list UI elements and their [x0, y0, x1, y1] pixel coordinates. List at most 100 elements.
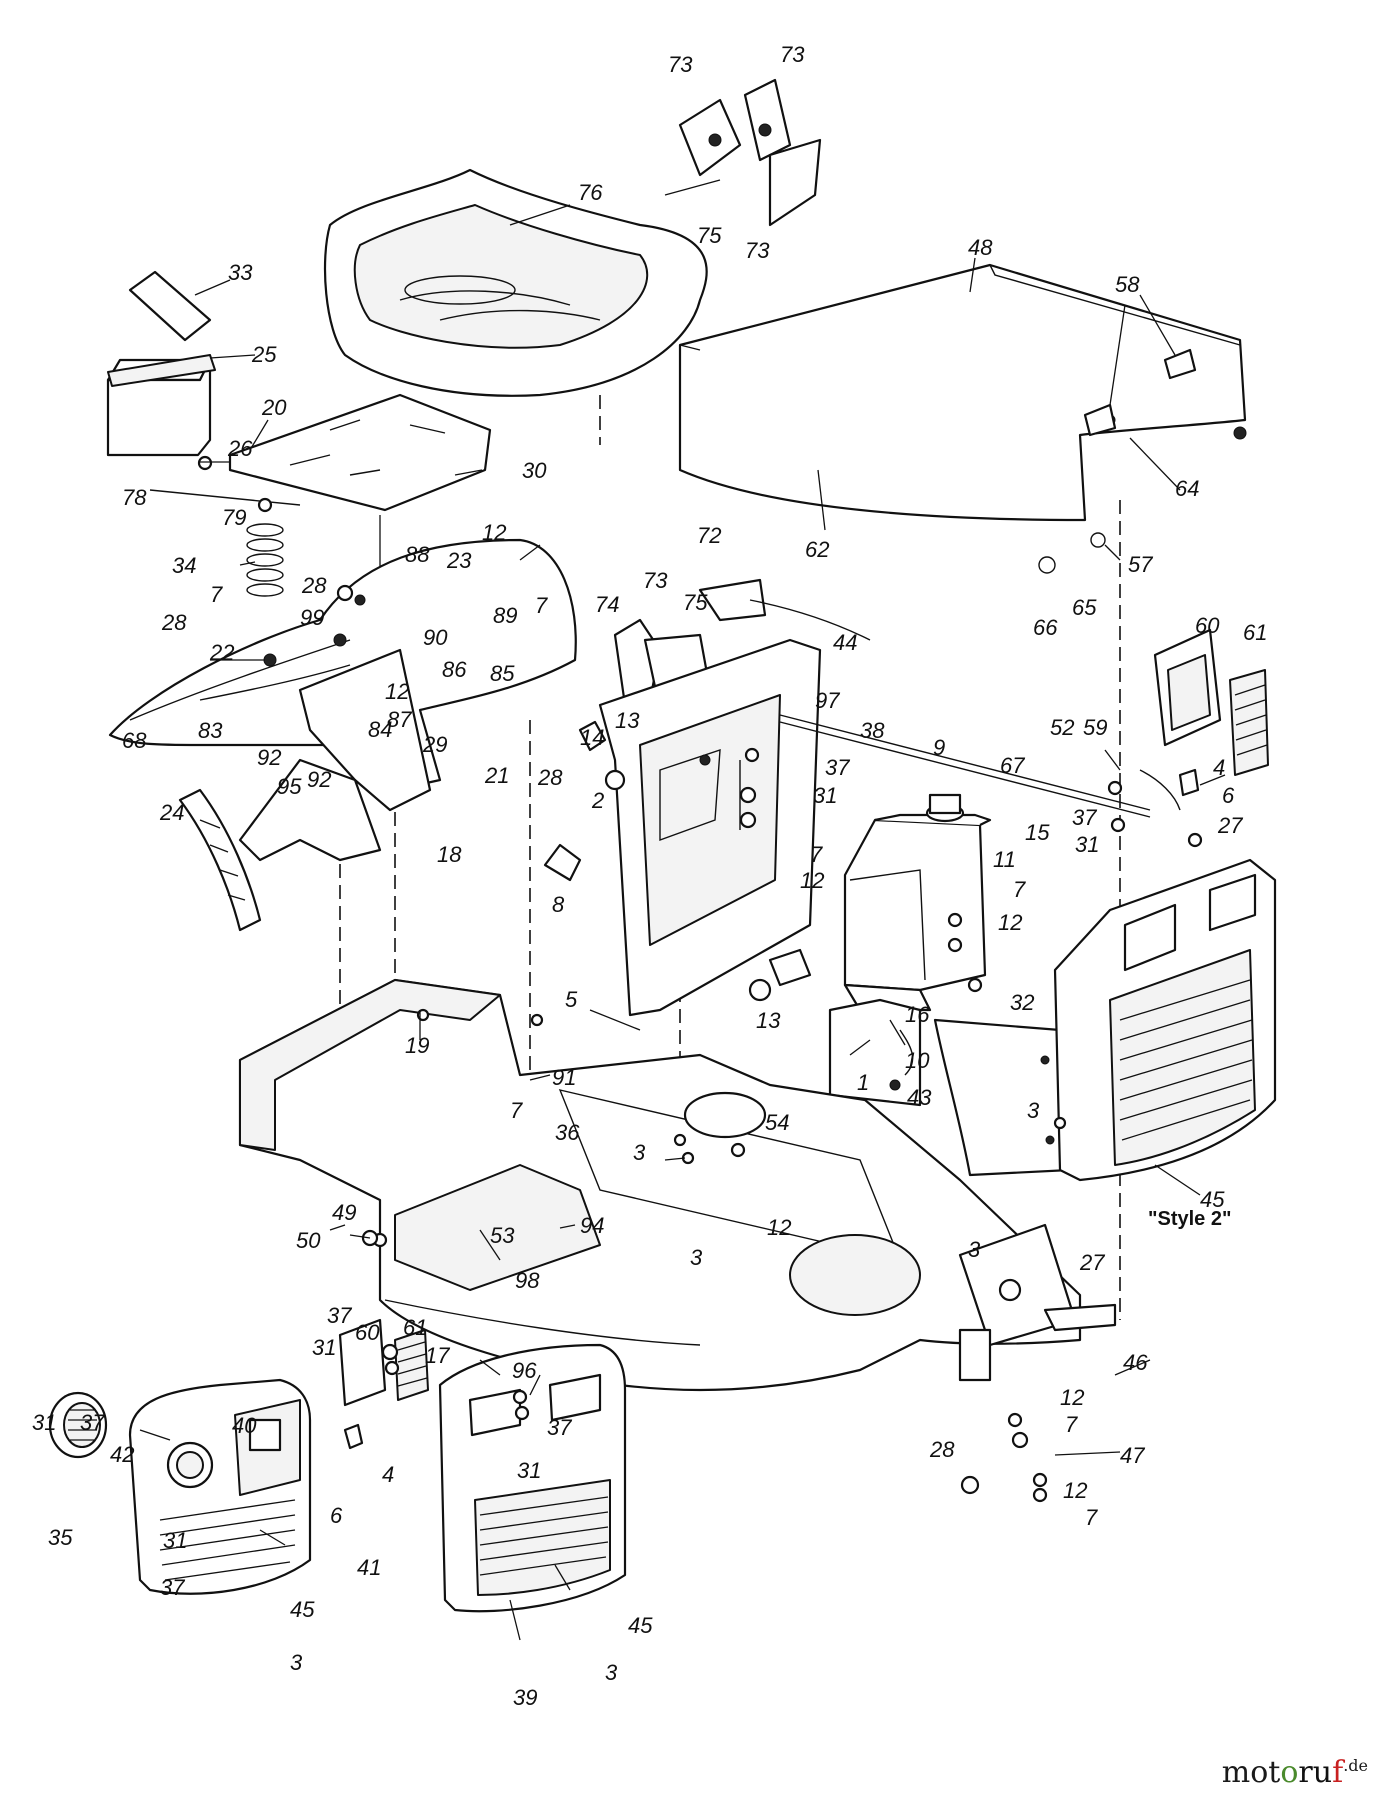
part-label: 45 [1200, 1187, 1225, 1212]
part-label: 52 [1050, 715, 1074, 740]
part-label: 38 [860, 718, 885, 743]
watermark-logo: motoruf.de [1222, 1755, 1368, 1790]
grille-style-1 [128, 1378, 312, 1595]
part-label: 88 [405, 542, 430, 567]
part-label: 48 [968, 235, 993, 260]
part-label: 4 [382, 1462, 394, 1487]
part-label: 68 [122, 728, 147, 753]
hood-panel [678, 263, 1247, 574]
part-label: 7 [210, 582, 223, 607]
part-label: 7 [1013, 877, 1026, 902]
part-label: 31 [813, 783, 837, 808]
part-label: 7 [535, 593, 548, 618]
part-label: 35 [48, 1525, 73, 1550]
part-label: 6 [1222, 783, 1235, 808]
part-label: 2 [591, 788, 604, 813]
part-label: 37 [1072, 805, 1097, 830]
part-label: 57 [1128, 552, 1153, 577]
part-label: 37 [327, 1303, 352, 1328]
part-label: 32 [1010, 990, 1034, 1015]
part-label: 75 [697, 223, 722, 248]
part-label: 39 [513, 1685, 537, 1710]
watermark-accent-o: o [1280, 1755, 1299, 1790]
part-label: 73 [643, 568, 668, 593]
fuel-tank [843, 793, 992, 1012]
part-label: 49 [332, 1200, 356, 1225]
part-label: 90 [423, 625, 448, 650]
part-label: 12 [482, 520, 506, 545]
part-label: 31 [312, 1335, 336, 1360]
part-label: 12 [385, 679, 409, 704]
part-label: 33 [228, 260, 253, 285]
part-label: 24 [159, 800, 184, 825]
part-label: 92 [257, 745, 281, 770]
part-label: 22 [209, 640, 234, 665]
part-label: 92 [307, 767, 331, 792]
part-label: 79 [222, 505, 246, 530]
part-label: 7 [510, 1098, 523, 1123]
part-label: 3 [690, 1245, 703, 1270]
part-label: 12 [800, 868, 824, 893]
part-label: 27 [1079, 1250, 1105, 1275]
part-label: 34 [172, 553, 196, 578]
part-label: 45 [290, 1597, 315, 1622]
grille-style-2 [1053, 858, 1277, 1182]
part-label: 42 [110, 1442, 134, 1467]
part-label: 1 [857, 1070, 869, 1095]
part-label: 78 [122, 485, 147, 510]
part-label: 21 [484, 763, 509, 788]
part-label: 37 [160, 1575, 185, 1600]
part-label: 86 [442, 657, 467, 682]
watermark-tld: .de [1343, 1756, 1368, 1775]
seat [323, 168, 708, 397]
part-label: 15 [1025, 820, 1050, 845]
part-label: 26 [227, 436, 253, 461]
part-label: 12 [1063, 1478, 1087, 1503]
part-label: 31 [32, 1410, 56, 1435]
tank-bracket [828, 998, 922, 1107]
part-label: 3 [633, 1140, 646, 1165]
part-label: 53 [490, 1223, 515, 1248]
part-label: 74 [595, 592, 619, 617]
part-label: 47 [1120, 1443, 1145, 1468]
part-label: 31 [1075, 832, 1099, 857]
hardware [197, 455, 1203, 1503]
part-label: 27 [1217, 813, 1243, 838]
part-label: 89 [493, 603, 517, 628]
part-label: 3 [290, 1650, 303, 1675]
part-label: 73 [745, 238, 770, 263]
part-label: 6 [330, 1503, 343, 1528]
part-label: 12 [1060, 1385, 1084, 1410]
part-label: 7 [810, 842, 823, 867]
headlight-bottom [338, 1318, 429, 1450]
part-label: 85 [490, 661, 515, 686]
part-label: 96 [512, 1358, 537, 1383]
part-label: 28 [301, 573, 327, 598]
part-label: 31 [163, 1528, 187, 1553]
side-panel [933, 1018, 1072, 1177]
watermark-prefix: mot [1221, 1755, 1281, 1790]
part-label: 13 [615, 708, 640, 733]
part-label: 91 [552, 1065, 576, 1090]
part-label: 61 [1243, 620, 1267, 645]
part-label: 9 [933, 735, 945, 760]
part-label: 75 [683, 590, 708, 615]
part-label: 83 [198, 718, 223, 743]
part-label: 73 [668, 52, 693, 77]
part-label: 95 [277, 774, 302, 799]
fender-support [238, 648, 432, 862]
part-label: 76 [578, 180, 603, 205]
small-fittings [543, 720, 812, 1002]
fender-strip [178, 788, 262, 932]
part-number-labels: 73 73 75 73 76 48 58 64 62 57 65 66 33 2… [32, 42, 1267, 1710]
seat-plate [149, 393, 492, 512]
part-label: 10 [905, 1048, 930, 1073]
headlamp [48, 1391, 108, 1459]
part-label: 3 [968, 1237, 981, 1262]
part-label: 36 [555, 1120, 580, 1145]
part-label: 65 [1072, 595, 1097, 620]
part-label: 98 [515, 1268, 540, 1293]
part-label: 58 [1115, 272, 1140, 297]
part-label: 7 [1085, 1505, 1098, 1530]
